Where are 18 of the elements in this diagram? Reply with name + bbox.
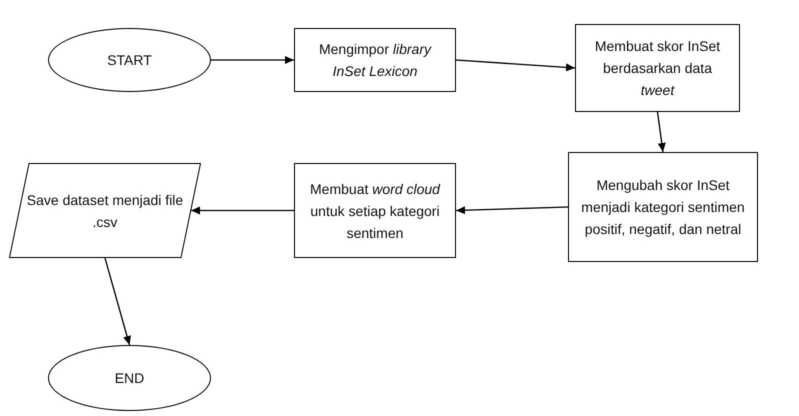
arrow: [211, 56, 294, 64]
node-label: Membuat word cloud untuk setiap kategori sentimen: [309, 180, 442, 242]
process-box: [294, 28, 456, 92]
node-label: Mengimpor library InSet Lexicon: [318, 40, 432, 81]
node-label: Membuat skor InSet berdasarkan data tweet: [594, 37, 722, 100]
node-label: END: [114, 369, 144, 388]
node-label: START: [107, 51, 152, 70]
node-label: Mengubah skor InSet menjadi kategori sentimen positif, negatif, dan netral: [581, 176, 745, 239]
arrow: [656, 112, 666, 152]
arrow: [191, 206, 294, 214]
arrow: [456, 59, 576, 72]
data-parallelogram: [9, 163, 201, 258]
process-box: [294, 163, 456, 258]
arrow: [104, 258, 131, 346]
node-label: Save dataset menjadi file .csv: [26, 190, 184, 232]
process-box: [568, 152, 758, 262]
process-box: [575, 24, 740, 112]
arrow: [456, 206, 568, 214]
